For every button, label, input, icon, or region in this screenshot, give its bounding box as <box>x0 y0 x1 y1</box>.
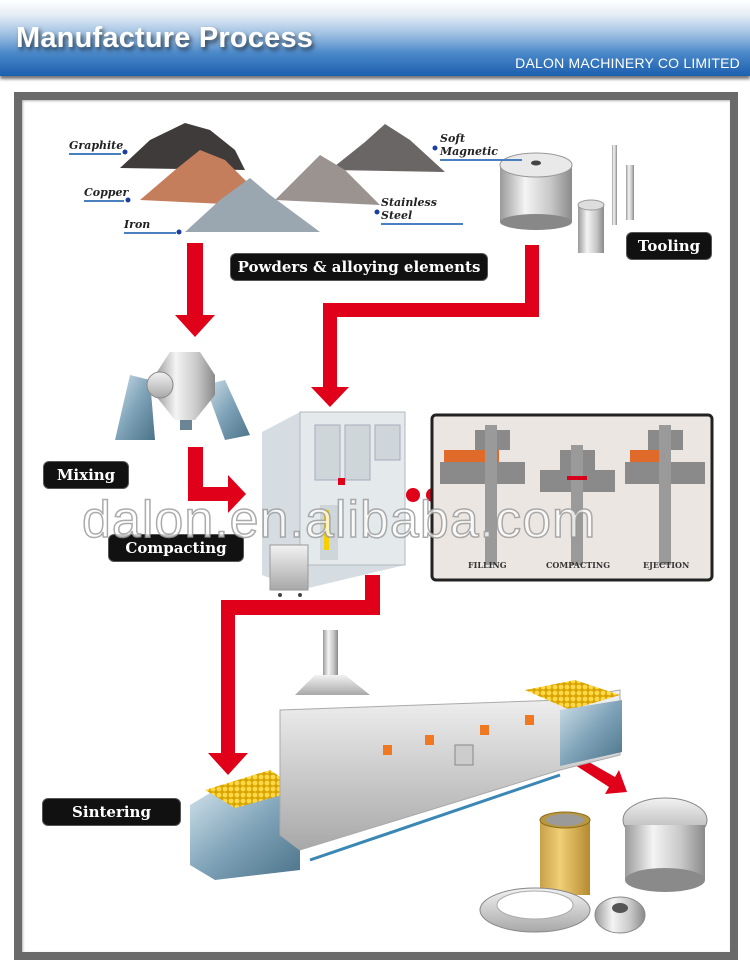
page-title: Manufacture Process <box>16 22 314 54</box>
sintering-label: Sintering <box>42 798 181 826</box>
powder-label-iron: Iron <box>124 218 176 234</box>
arrow-sintering-to-parts <box>575 757 627 794</box>
iron-pile <box>185 178 320 232</box>
filling-step-illustration <box>440 425 525 565</box>
step-label-compacting: COMPACTING <box>546 560 610 570</box>
arrow-compacting-to-sintering <box>208 575 380 775</box>
compacting-label: Compacting <box>108 534 244 562</box>
connector-dot <box>406 488 420 502</box>
finished-parts-illustration <box>479 797 708 934</box>
arrow-tooling-to-compacting <box>311 245 539 407</box>
sintering-furnace-illustration <box>190 630 622 880</box>
powder-label-graphite: Graphite <box>69 139 123 155</box>
powders-caption: Powders & alloying elements <box>230 253 488 281</box>
tooling-illustration <box>499 145 634 253</box>
compacting-press-illustration <box>262 411 406 597</box>
compacting-step-illustration <box>540 445 615 565</box>
soft-magnetic-pile <box>330 124 445 172</box>
powder-piles <box>120 123 445 232</box>
arrow-powders-to-mixing <box>175 243 215 337</box>
company-name: DALON MACHINERY CO LIMITED <box>515 55 740 71</box>
arrow-mixing-to-compacting <box>188 447 246 513</box>
mixing-label: Mixing <box>43 461 129 489</box>
label-pointer-dots <box>122 145 438 235</box>
watermark: dalon.en.alibaba.com <box>81 490 597 550</box>
press-cycle-panel: FILLING COMPACTING EJECTION <box>430 413 714 582</box>
stainless-steel-pile <box>275 155 380 205</box>
powder-label-copper: Copper <box>84 186 128 202</box>
step-label-ejection: EJECTION <box>643 560 689 570</box>
ejection-step-illustration <box>625 425 705 565</box>
step-label-filling: FILLING <box>468 560 507 570</box>
page-header: Manufacture Process DALON MACHINERY CO L… <box>0 0 750 76</box>
copper-pile <box>140 150 250 205</box>
mixer-illustration <box>115 352 250 440</box>
tooling-label: Tooling <box>626 232 712 260</box>
powder-label-stainless-steel: Stainless Steel <box>381 196 463 225</box>
powder-label-soft-magnetic: Soft Magnetic <box>440 132 522 161</box>
